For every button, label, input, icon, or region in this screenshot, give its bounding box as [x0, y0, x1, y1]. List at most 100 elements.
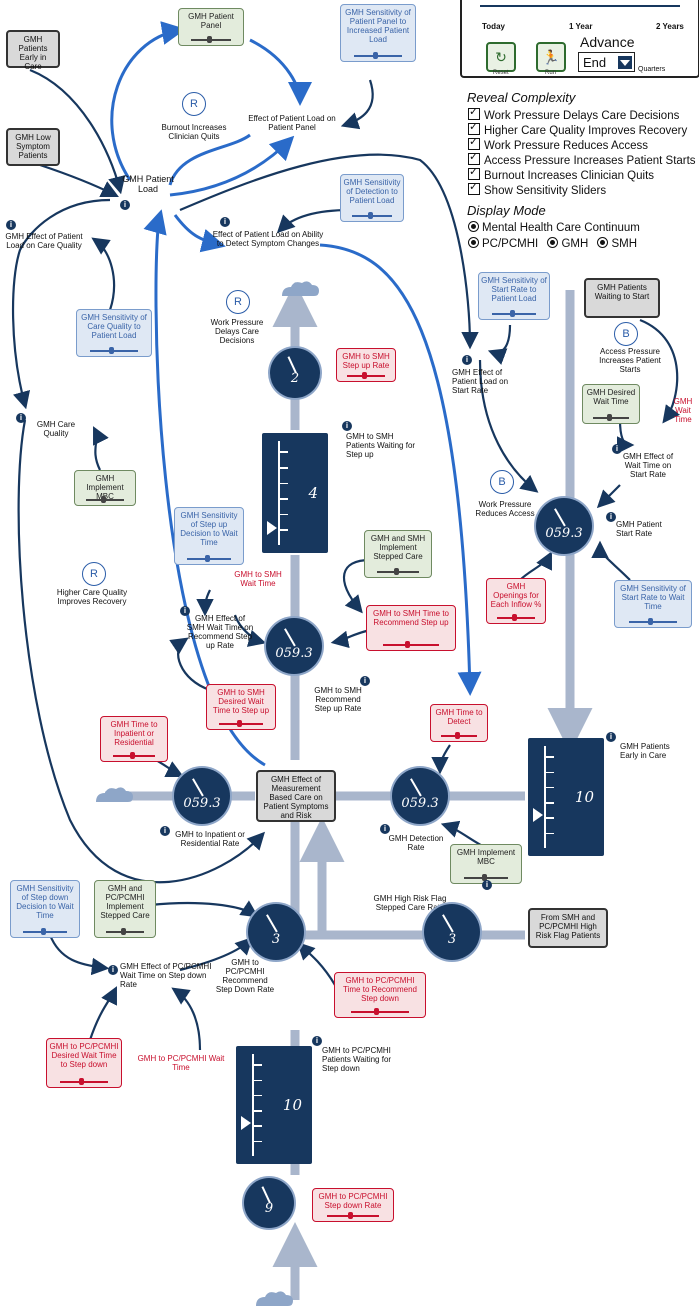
reveal-option-5[interactable]: Burnout Increases Clinician Quits — [468, 165, 654, 183]
implement-mbc-top-box[interactable]: GMH Implement MBC — [74, 470, 136, 506]
slider-knob[interactable] — [374, 1008, 380, 1015]
radio-button[interactable] — [597, 237, 609, 248]
implement-mbc-bottom-box[interactable]: GMH Implement MBC — [450, 844, 522, 884]
slider-track[interactable] — [85, 496, 125, 503]
slider-track[interactable] — [382, 641, 440, 648]
desired-wait-stepdown-box[interactable]: GMH to PC/PCMHI Desired Wait Time to Ste… — [46, 1038, 122, 1088]
info-icon[interactable]: i — [482, 880, 492, 890]
slider-knob[interactable] — [368, 212, 374, 219]
from-smh-box[interactable]: From SMH and PC/PCMHI High Risk Flag Pat… — [528, 908, 608, 948]
stepdown-rate-dial[interactable]: 9 — [244, 1178, 294, 1228]
slider-knob[interactable] — [373, 52, 379, 59]
slider-knob[interactable] — [393, 568, 399, 575]
slider-track[interactable] — [351, 1008, 409, 1015]
display-mode-pc[interactable]: PC/PCMHI — [482, 238, 539, 250]
waiting-to-start-box[interactable]: GMH Patients Waiting to Start — [584, 278, 660, 318]
start-rate-dial[interactable]: 059.3 — [536, 498, 592, 554]
info-icon[interactable]: i — [6, 220, 16, 230]
reveal-option-4[interactable]: Access Pressure Increases Patient Starts — [468, 150, 696, 168]
checkbox-checked[interactable] — [468, 105, 480, 120]
high-risk-dial[interactable]: 3 — [424, 904, 480, 960]
patient-panel-box[interactable]: GMH Patient Panel — [178, 8, 244, 46]
slider-knob[interactable] — [204, 555, 210, 562]
slider-knob[interactable] — [455, 732, 461, 739]
advance-select[interactable]: End — [578, 52, 635, 72]
display-mode-smh[interactable]: SMH — [611, 238, 638, 250]
inpatient-rate-dial[interactable]: 059.3 — [174, 768, 230, 824]
info-icon[interactable]: i — [606, 512, 616, 522]
slider-knob[interactable] — [362, 372, 368, 379]
slider-knob[interactable] — [206, 36, 212, 43]
reset-button[interactable]: ↻ — [486, 42, 516, 72]
sensitivity-stepup-box[interactable]: GMH Sensitivity of Step up Decision to W… — [174, 507, 244, 565]
checkbox-checked[interactable] — [468, 180, 480, 195]
sensitivity-detection-box[interactable]: GMH Sensitivity of Detection to Patient … — [340, 174, 404, 222]
display-mode-continuum[interactable]: Mental Health Care Continuum — [468, 221, 640, 235]
slider-track[interactable] — [187, 555, 231, 562]
info-icon[interactable]: i — [220, 217, 230, 227]
chevron-down-icon[interactable] — [618, 56, 632, 69]
sensitivity-quality-box[interactable]: GMH Sensitivity of Care Quality to Patie… — [76, 309, 152, 357]
info-icon[interactable]: i — [180, 606, 190, 616]
sensitivity-start-wait-box[interactable]: GMH Sensitivity of Start Rate to Wait Ti… — [614, 580, 692, 628]
info-icon[interactable]: i — [380, 824, 390, 834]
stepdown-rate-box[interactable]: GMH to PC/PCMHI Step down Rate — [312, 1188, 394, 1222]
smh-stepup-rate-box[interactable]: GMH to SMH Step up Rate — [336, 348, 396, 382]
slider-knob[interactable] — [607, 414, 613, 421]
sensitivity-panel-box[interactable]: GMH Sensitivity of Patient Panel to Incr… — [340, 4, 416, 62]
reveal-option-3[interactable]: Work Pressure Reduces Access — [468, 135, 648, 153]
sensitivity-stepdown-box[interactable]: GMH Sensitivity of Step down Decision to… — [10, 880, 80, 938]
slider-knob[interactable] — [109, 347, 115, 354]
slider-track[interactable] — [219, 720, 263, 727]
checkbox-checked[interactable] — [468, 120, 480, 135]
info-icon[interactable]: i — [612, 444, 622, 454]
slider-knob[interactable] — [405, 641, 411, 648]
reveal-option-6[interactable]: Show Sensitivity Sliders — [468, 180, 606, 198]
slider-track[interactable] — [628, 618, 678, 625]
slider-track[interactable] — [327, 1212, 379, 1219]
slider-knob[interactable] — [101, 496, 107, 503]
early-in-care-box[interactable]: GMH Patients Early in Care — [6, 30, 60, 71]
slider-track[interactable] — [112, 752, 156, 759]
slider-track[interactable] — [190, 36, 232, 43]
info-icon[interactable]: i — [606, 732, 616, 742]
slider-track[interactable] — [90, 347, 138, 354]
slider-track[interactable] — [376, 568, 420, 575]
pc-stepped-care-box[interactable]: GMH and PC/PCMHI Implement Stepped Care — [94, 880, 156, 938]
checkbox-checked[interactable] — [468, 165, 480, 180]
run-button[interactable]: 🏃 — [536, 42, 566, 72]
smh-stepped-care-box[interactable]: GMH and SMH Implement Stepped Care — [364, 530, 432, 578]
info-icon[interactable]: i — [160, 826, 170, 836]
slider-track[interactable] — [347, 372, 385, 379]
openings-box[interactable]: GMH Openings for Each Inflow % — [486, 578, 546, 624]
slider-track[interactable] — [463, 874, 509, 881]
low-symptom-box[interactable]: GMH Low Symptom Patients — [6, 128, 60, 166]
info-icon[interactable]: i — [342, 421, 352, 431]
slider-track[interactable] — [441, 732, 477, 739]
stepup-rate-dial[interactable]: 2 — [270, 348, 320, 398]
time-to-detect-box[interactable]: GMH Time to Detect — [430, 704, 488, 742]
slider-knob[interactable] — [79, 1078, 85, 1085]
slider-knob[interactable] — [40, 928, 46, 935]
slider-track[interactable] — [354, 52, 402, 59]
checkbox-checked[interactable] — [468, 150, 480, 165]
info-icon[interactable]: i — [360, 676, 370, 686]
slider-knob[interactable] — [347, 1212, 353, 1219]
checkbox-checked[interactable] — [468, 135, 480, 150]
slider-track[interactable] — [105, 928, 145, 935]
slider-knob[interactable] — [481, 874, 487, 881]
info-icon[interactable]: i — [312, 1036, 322, 1046]
slider-track[interactable] — [23, 928, 67, 935]
info-icon[interactable]: i — [120, 200, 130, 210]
slider-knob[interactable] — [509, 310, 515, 317]
slider-track[interactable] — [60, 1078, 108, 1085]
slider-knob[interactable] — [236, 720, 242, 727]
time-recommend-stepdown-box[interactable]: GMH to PC/PCMHI Time to Recommend Step d… — [334, 972, 426, 1018]
time-to-inpatient-box[interactable]: GMH Time to Inpatient or Residential — [100, 716, 168, 762]
sensitivity-start-rate-box[interactable]: GMH Sensitivity of Start Rate to Patient… — [478, 272, 550, 320]
smh-recommend-dial[interactable]: 059.3 — [266, 618, 322, 674]
reveal-option-1[interactable]: Work Pressure Delays Care Decisions — [468, 105, 679, 123]
info-icon[interactable]: i — [16, 413, 26, 423]
slider-track[interactable] — [491, 310, 537, 317]
info-icon[interactable]: i — [108, 965, 118, 975]
